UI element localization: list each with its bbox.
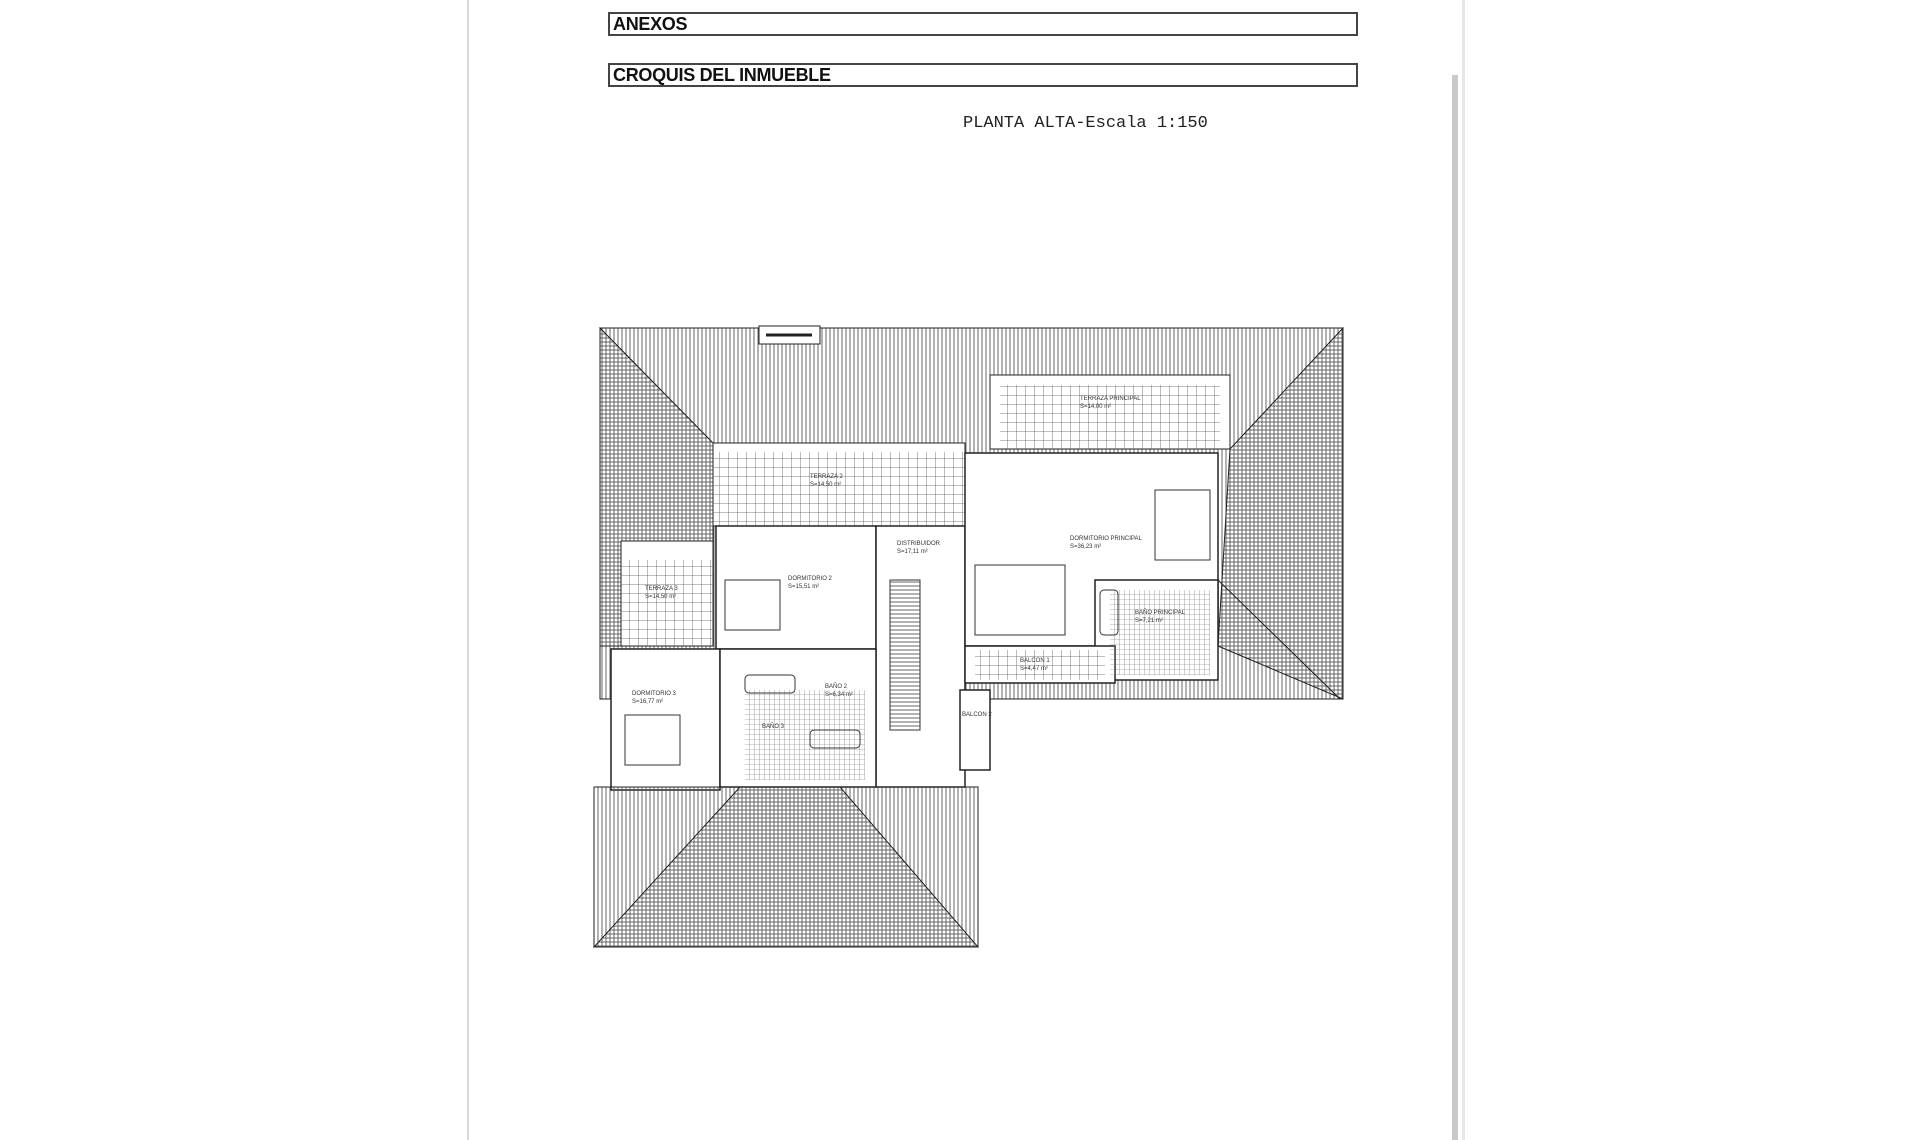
bed-icon bbox=[1154, 489, 1211, 561]
room-area: S=17,11 m² bbox=[897, 549, 928, 555]
bedroom-3 bbox=[610, 648, 721, 791]
roof-lower bbox=[592, 786, 980, 948]
room-area: S=14,00 m² bbox=[1080, 404, 1111, 410]
balcony-2 bbox=[959, 689, 991, 771]
room-label: TERRAZA 3 bbox=[645, 586, 678, 592]
room-area: S=14,50 m² bbox=[810, 482, 841, 488]
room-label: BALCON 2 bbox=[962, 712, 992, 718]
page-edge bbox=[1462, 0, 1465, 1140]
sketch-heading: CROQUIS DEL INMUEBLE bbox=[608, 63, 1358, 87]
room-label: BAÑO 3 bbox=[762, 723, 785, 730]
bathtub-icon bbox=[744, 674, 796, 694]
bed-icon bbox=[724, 579, 781, 631]
bathtub-icon bbox=[809, 729, 861, 749]
room-label: DORMITORIO 2 bbox=[788, 576, 833, 582]
room-label: TERRAZA PRINCIPAL bbox=[1080, 396, 1141, 402]
room-label: TERRAZA 2 bbox=[810, 474, 843, 480]
room-area: S=7,21 m² bbox=[1135, 618, 1163, 624]
sofa-icon bbox=[974, 564, 1066, 636]
room-area: S=6,34 m² bbox=[825, 692, 853, 698]
room-label: BAÑO 2 bbox=[825, 683, 848, 690]
room-area: S=4,47 m² bbox=[1020, 666, 1048, 672]
bed-icon bbox=[624, 714, 681, 766]
room-area: S=14,50 m² bbox=[645, 594, 676, 600]
room-label: DORMITORIO 3 bbox=[632, 691, 677, 697]
room-area: S=16,77 m² bbox=[632, 699, 663, 705]
room-label: DORMITORIO PRINCIPAL bbox=[1070, 536, 1142, 542]
staircase bbox=[889, 579, 921, 731]
plan-title: PLANTA ALTA-Escala 1:150 bbox=[963, 114, 1208, 133]
bedroom-2 bbox=[715, 525, 877, 650]
room-area: S=36,23 m² bbox=[1070, 544, 1101, 550]
bathtub-icon bbox=[1099, 589, 1119, 636]
annex-heading: ANEXOS bbox=[608, 12, 1358, 36]
room-label: DISTRIBUIDOR bbox=[897, 541, 941, 547]
room-label: BALCON 1 bbox=[1020, 658, 1050, 664]
scrollbar[interactable] bbox=[1452, 75, 1458, 1140]
room-area: S=15,51 m² bbox=[788, 584, 819, 590]
room-label: BAÑO PRINCIPAL bbox=[1135, 609, 1186, 616]
